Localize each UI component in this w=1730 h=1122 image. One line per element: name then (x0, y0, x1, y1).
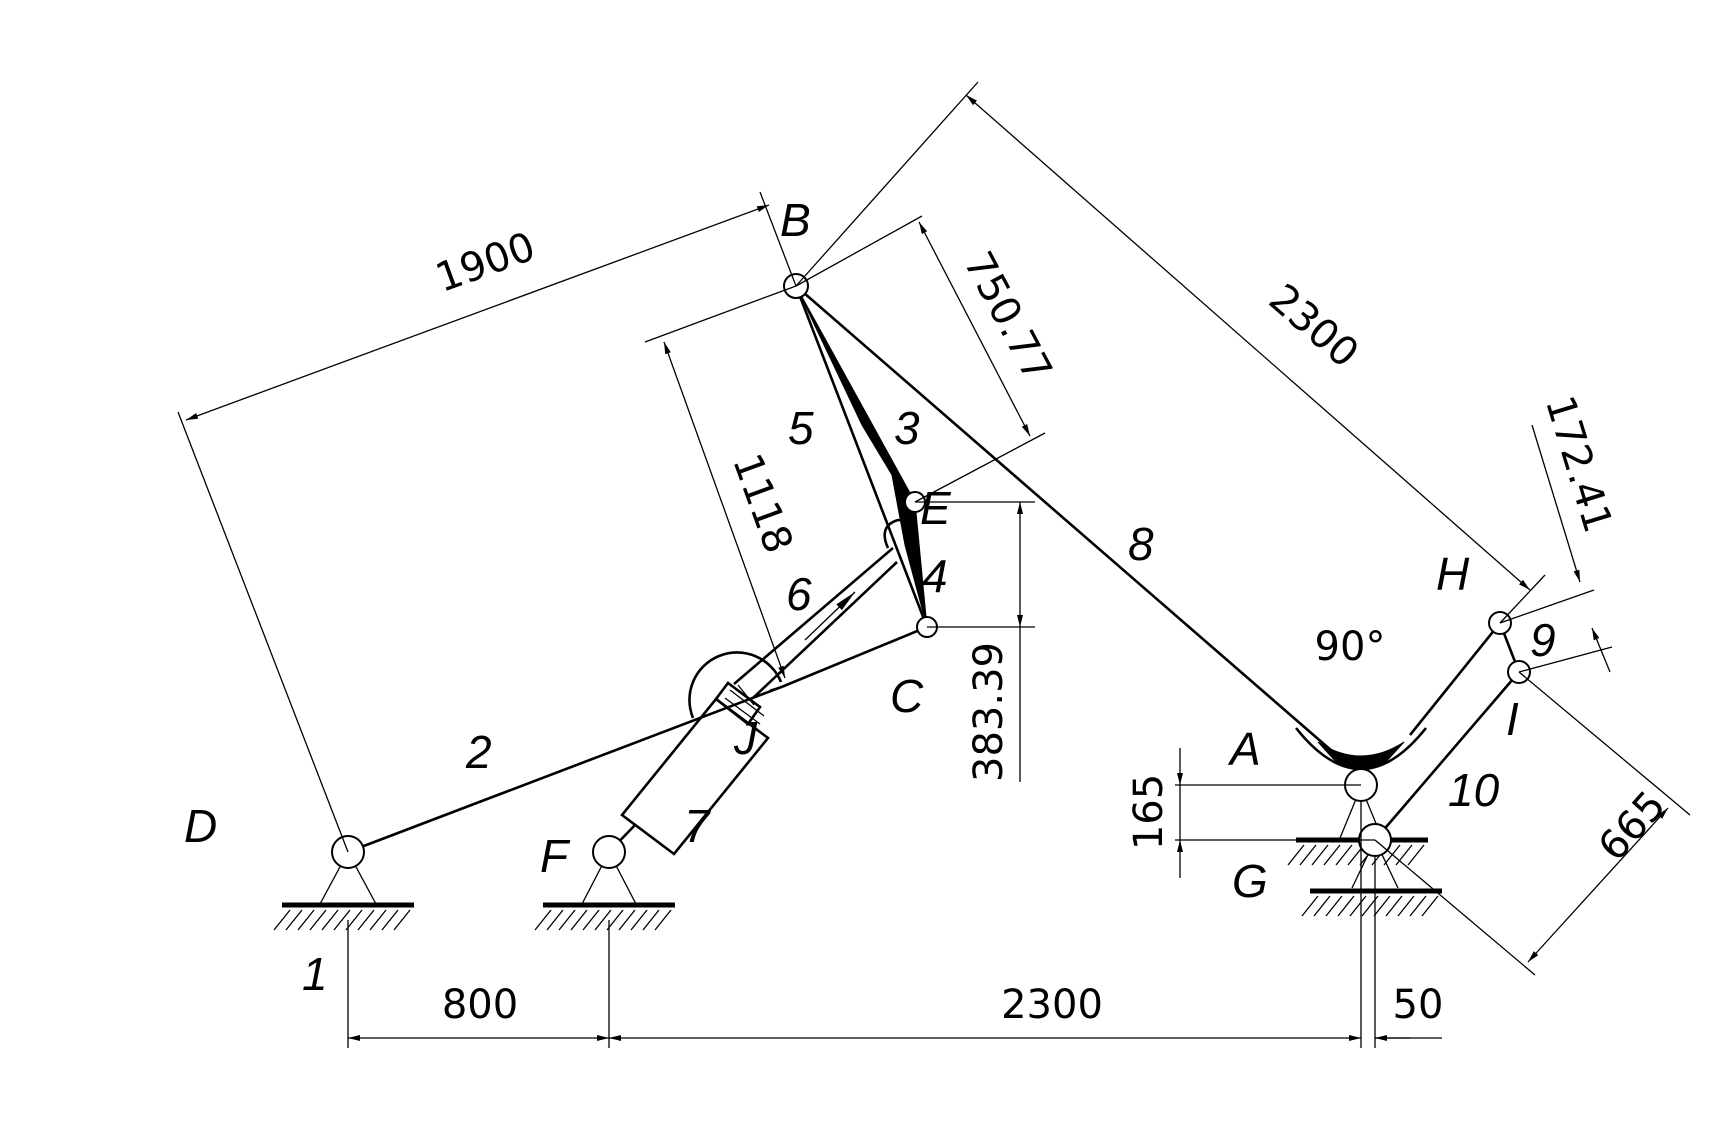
dimension-165 (1175, 748, 1375, 878)
label-link-2: 2 (465, 726, 492, 778)
dimension-1118 (644, 285, 797, 691)
link-2 (347, 625, 928, 854)
link-9 (1408, 622, 1502, 736)
ground-support-1 (273, 851, 414, 931)
dimension-172 (1499, 424, 1613, 673)
dimension-text-angle: 90° (1315, 624, 1386, 670)
label-point-a: A (1227, 723, 1261, 775)
label-point-h: H (1436, 548, 1470, 600)
label-link-10: 10 (1448, 764, 1500, 816)
label-link-9: 9 (1530, 614, 1556, 666)
label-link-3: 3 (894, 402, 920, 454)
label-point-c: C (890, 670, 924, 722)
label-point-j: J (733, 712, 758, 764)
label-link-6: 6 (786, 568, 812, 620)
label-link-1: 1 (302, 948, 328, 1000)
dimension-text-172: 172.41 (1536, 391, 1621, 538)
dimension-750 (795, 215, 1046, 503)
label-point-g: G (1232, 855, 1268, 907)
pin-f (592, 835, 626, 869)
link-5 (794, 285, 929, 628)
ground-support-f (534, 851, 675, 931)
label-point-d: D (184, 800, 217, 852)
dimension-text-2300-top: 2300 (1260, 275, 1367, 377)
link-8 (795, 285, 1341, 759)
dimension-text-2300-bottom: 2300 (1001, 982, 1103, 1028)
dimension-text-750: 750.77 (954, 244, 1060, 389)
dimension-text-165: 165 (1126, 774, 1172, 850)
label-link-5: 5 (788, 402, 814, 454)
label-link-7: 7 (684, 800, 711, 852)
dimension-1900 (177, 191, 797, 853)
dimension-text-800: 800 (442, 982, 518, 1028)
dimension-text-383: 383.39 (966, 642, 1012, 782)
ground-support-g (1301, 839, 1442, 917)
label-point-b: B (780, 194, 811, 246)
dimension-text-50: 50 (1393, 982, 1444, 1028)
label-point-e: E (920, 482, 952, 534)
dimension-text-665: 665 (1590, 783, 1675, 871)
link-10 (1374, 671, 1520, 841)
label-link-8: 8 (1128, 518, 1154, 570)
dimension-bottom (347, 800, 1442, 1048)
dimension-text-1900: 1900 (430, 224, 541, 302)
dimension-2300-top (795, 81, 1546, 624)
dimension-665 (1374, 671, 1691, 976)
dimension-383 (915, 501, 1035, 782)
dimension-text-1118: 1118 (723, 448, 801, 559)
joint-a-fillet (1317, 741, 1405, 773)
hydraulic-cylinder (608, 518, 914, 856)
label-point-i: I (1506, 693, 1519, 745)
label-point-f: F (540, 830, 571, 882)
label-link-4: 4 (922, 550, 948, 602)
